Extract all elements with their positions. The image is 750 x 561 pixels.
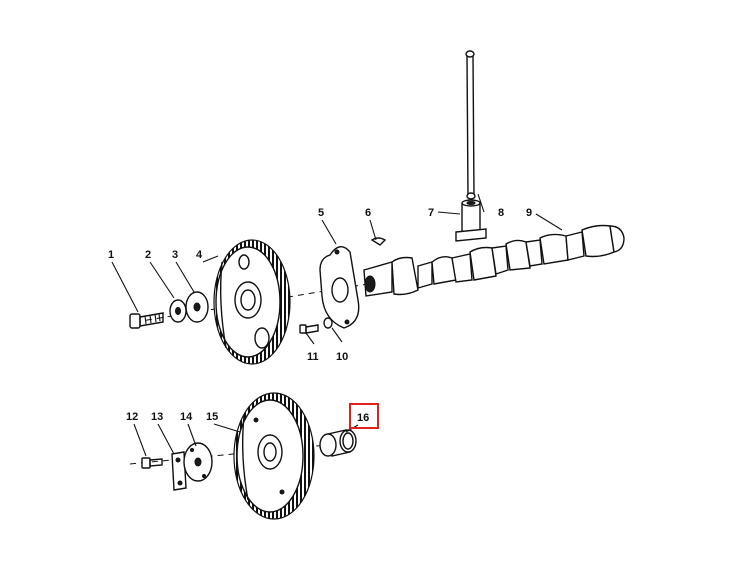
gear-part-4 [213,239,291,365]
washer-part-2 [169,299,187,323]
callout-15: 15 [206,411,218,423]
bushing-part-16 [319,429,357,457]
screw-part-11 [299,324,319,334]
gear-part-15 [233,392,315,520]
callout-9: 9 [526,207,532,219]
callout-16: 16 [357,412,369,424]
callout-7: 7 [428,207,434,219]
callout-3: 3 [172,249,178,261]
highlight-callout-16[interactable]: 16 [349,403,379,429]
bolt-part-1 [129,312,164,329]
lock-washer-part-10 [323,317,333,329]
callout-12: 12 [126,411,138,423]
callout-13: 13 [151,411,163,423]
thrust-plate-part-3 [185,291,209,323]
screw-part-12 [141,457,163,469]
callout-6: 6 [365,207,371,219]
callout-4: 4 [196,249,203,261]
camshaft-part-9 [363,224,625,297]
push-rod-part-8 [465,50,476,200]
key-part-6 [370,237,387,246]
callout-2: 2 [145,249,151,261]
lock-plate-part-13 [171,451,187,491]
callout-10: 10 [336,351,348,363]
callout-11: 11 [307,351,319,363]
flange-washer-part-14 [183,442,213,482]
callout-5: 5 [318,207,324,219]
callout-14: 14 [180,411,193,423]
callout-1: 1 [108,249,114,261]
highlight-box [349,403,379,429]
gasket-part-5 [319,246,360,329]
callout-8: 8 [498,207,504,219]
tappet-part-7 [455,199,487,242]
leader-lines [111,193,563,457]
